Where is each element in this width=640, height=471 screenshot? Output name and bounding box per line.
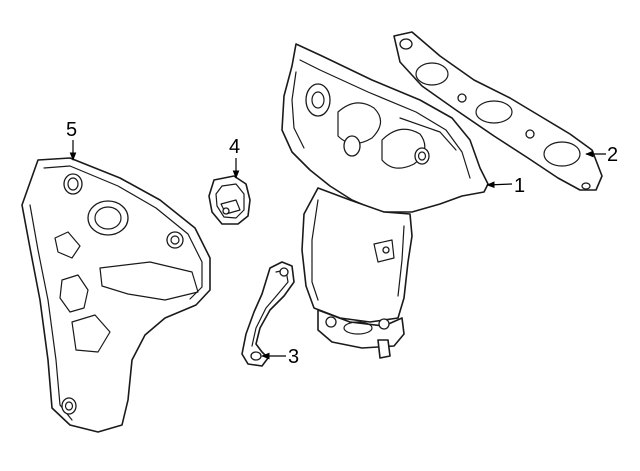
callout-3-label: 3 <box>288 346 299 368</box>
callout-1-leader <box>486 181 513 189</box>
part-2-gasket[interactable] <box>393 31 603 191</box>
part-3-bracket[interactable] <box>241 261 295 367</box>
callout-5-label: 5 <box>66 119 77 141</box>
part-1-manifold-converter[interactable] <box>281 43 489 359</box>
callout-4-label: 4 <box>229 136 240 158</box>
part-5-heat-shield[interactable] <box>21 157 211 433</box>
callout-2-label: 2 <box>607 144 618 166</box>
part-4-insulator[interactable] <box>208 175 251 225</box>
callout-1-label: 1 <box>514 175 525 197</box>
